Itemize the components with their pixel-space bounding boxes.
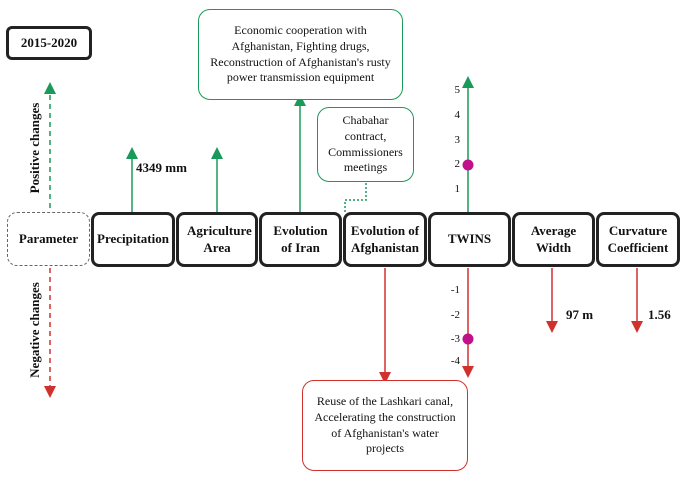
twins-tick-m3: -3 <box>450 333 460 345</box>
average-width-label: Average Width <box>530 223 577 255</box>
precipitation-label: Precipitation <box>97 231 169 247</box>
twins-tick-m2: -2 <box>450 309 460 321</box>
curvature-box: Curvature Coefficient <box>596 212 680 267</box>
parameter-box: Parameter <box>7 212 90 266</box>
afghanistan-box: Evolution of Afghanistan <box>343 212 427 267</box>
precipitation-value: 4349 mm <box>136 160 187 175</box>
iran-label: Evolution of Iran <box>273 223 328 255</box>
twins-negative-marker <box>462 333 474 345</box>
twins-tick-m1: -1 <box>450 284 460 296</box>
afghanistan-label: Evolution of Afghanistan <box>350 223 420 255</box>
twins-tick-m4: -4 <box>450 355 460 367</box>
average-width-value: 97 m <box>566 307 594 322</box>
afghanistan-note: Reuse of the Lashkari canal, Acceleratin… <box>302 380 468 471</box>
iran-note-text: Economic cooperation with Afghanistan, F… <box>210 23 391 85</box>
twins-tick-1: 1 <box>454 183 461 195</box>
period-label: 2015-2020 <box>20 34 78 50</box>
curvature-label: Curvature Coefficient <box>607 223 669 255</box>
average-width-box: Average Width <box>512 212 595 267</box>
chabahar-note-text: Chabahar contract, Commissioners meeting… <box>328 113 403 175</box>
curvature-value: 1.56 <box>648 307 671 322</box>
twins-tick-5: 5 <box>454 84 461 96</box>
negative-changes-label: Negative changes <box>27 282 42 378</box>
afghanistan-note-text: Reuse of the Lashkari canal, Acceleratin… <box>314 394 456 456</box>
twins-tick-3: 3 <box>454 134 461 146</box>
positive-changes-label: Positive changes <box>27 102 42 194</box>
twins-label: TWINS <box>447 231 492 247</box>
twins-box: TWINS <box>428 212 511 267</box>
parameter-label: Parameter <box>18 230 79 246</box>
period-box: 2015-2020 <box>6 26 92 60</box>
agriculture-box: Agriculture Area <box>176 212 258 267</box>
twins-tick-4: 4 <box>454 109 461 121</box>
iran-box: Evolution of Iran <box>259 212 342 267</box>
agriculture-label: Agriculture Area <box>187 223 252 255</box>
chabahar-connector <box>344 182 367 212</box>
precipitation-box: Precipitation <box>91 212 175 267</box>
chabahar-note: Chabahar contract, Commissioners meeting… <box>317 107 414 182</box>
twins-positive-marker <box>462 159 474 171</box>
iran-note: Economic cooperation with Afghanistan, F… <box>198 9 403 100</box>
twins-tick-2: 2 <box>454 158 461 170</box>
